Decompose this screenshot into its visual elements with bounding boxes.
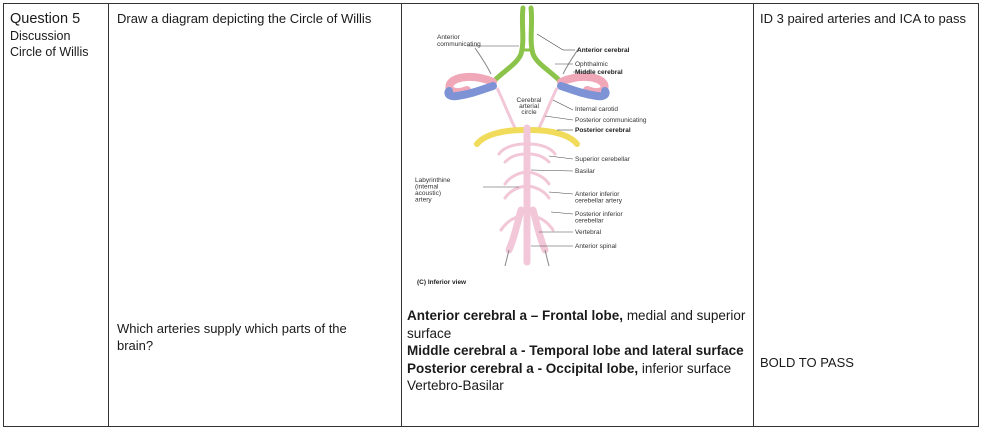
label-middle-cerebral: Middle cerebral [575,69,623,76]
question-label: Question 5 [10,11,81,27]
answer-posterior: Posterior cerebral a - Occipital lobe, i… [407,360,747,378]
label-anterior-spinal: Anterior spinal [575,243,617,250]
posterior-communicating-left [495,87,517,129]
posterior-cerebral-right [528,127,580,147]
column-divider [401,4,402,426]
answer-anterior-rest: medial and superior surface [407,308,746,341]
internal-carotid-right [557,82,610,101]
column-divider [753,4,754,426]
answer-anterior-bold: Anterior cerebral a – Frontal lobe, [407,308,624,323]
vessel-outline-branches [474,47,580,267]
label-anterior-cerebral: Anterior cerebral [577,47,630,54]
anterior-cerebral-right [528,5,562,83]
prompt-draw: Draw a diagram depicting the Circle of W… [117,11,372,26]
criteria-diagram: ID 3 paired arteries and ICA to pass [760,11,966,26]
question-topic: Circle of Willis [10,45,89,59]
basilar-artery [505,124,549,266]
column-divider [108,4,109,426]
diagram-caption: (C) Inferior view [417,279,467,286]
question-table: Question 5 Discussion Circle of Willis D… [3,3,979,427]
criteria-answer: BOLD TO PASS [760,355,854,370]
answer-posterior-rest: inferior surface [638,360,732,376]
answer-middle: Middle cerebral a - Temporal lobe and la… [407,342,747,360]
internal-carotid-left [444,82,497,101]
posterior-cerebral-left [474,127,526,147]
anterior-cerebral-left [492,5,526,83]
posterior-communicating-right [537,87,559,129]
cerebellar-branches [497,142,557,232]
question-type: Discussion [10,29,71,43]
answer-block: Anterior cerebral a – Frontal lobe, medi… [407,307,747,395]
answer-posterior-bold: Posterior cerebral a - Occipital lobe, [407,360,639,376]
answer-vertebro-basilar: Vertebro-Basilar [407,378,504,393]
label-superior-cerebellar: Superior cerebellar [575,156,631,163]
answer-middle-bold: Middle cerebral a - Temporal lobe and la… [407,343,744,358]
label-internal-carotid: Internal carotid [575,106,618,113]
prompt-arteries: Which arteries supply which parts of the… [117,321,347,353]
label-posterior-communicating: Posterior communicating [575,117,647,124]
label-ophthalmic: Ophthalmic [575,61,609,68]
leader-lines [467,33,591,247]
label-vertebral: Vertebral [575,229,602,236]
label-basilar: Basilar [575,168,596,175]
label-posterior-cerebral: Posterior cerebral [575,127,631,134]
answer-anterior: Anterior cerebral a – Frontal lobe, medi… [407,307,747,342]
question-cell: Question 5 Discussion Circle of Willis [10,10,105,60]
